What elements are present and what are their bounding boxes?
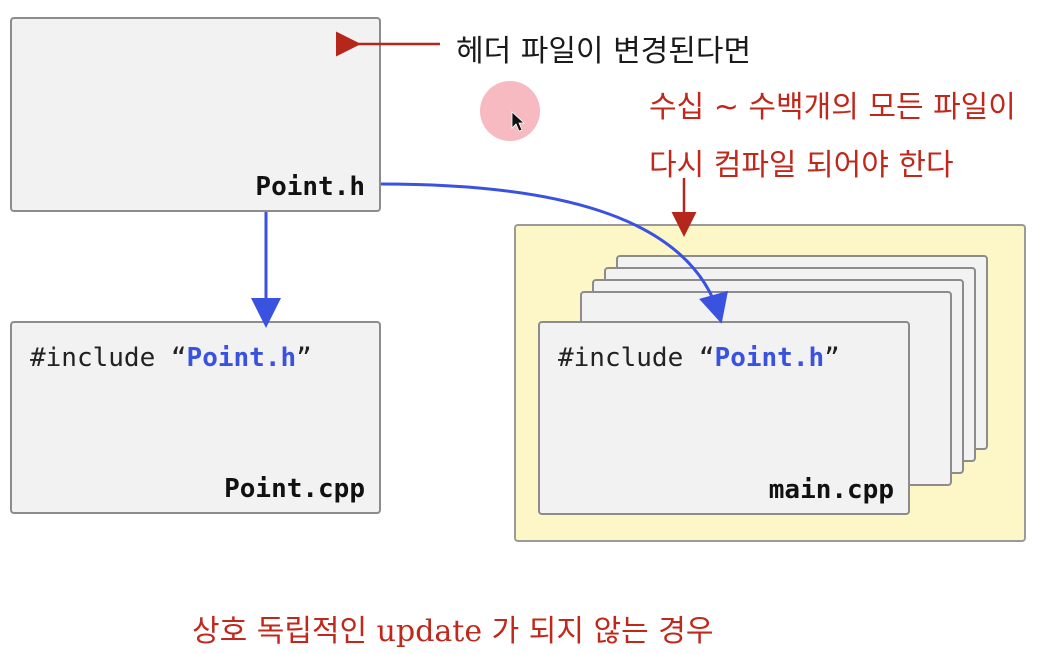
point-cpp-box: #include “Point.h” Point.cpp bbox=[10, 321, 381, 514]
include-arrow-main-cpp bbox=[380, 182, 728, 324]
main-cpp-code: #include “Point.h” bbox=[558, 343, 840, 373]
header-changed-note: 헤더 파일이 변경된다면 bbox=[456, 34, 752, 69]
cursor-highlight bbox=[480, 81, 540, 141]
include-target: Point.h bbox=[714, 343, 825, 373]
include-suffix: ” bbox=[824, 343, 840, 373]
main-cpp-box: #include “Point.h” main.cpp bbox=[538, 321, 910, 515]
main-cpp-filename: main.cpp bbox=[768, 475, 894, 505]
caption: 상호 독립적인 update 가 되지 않는 경우 bbox=[192, 614, 714, 649]
header-filename: Point.h bbox=[255, 172, 365, 202]
include-target: Point.h bbox=[186, 343, 297, 373]
include-prefix: #include “ bbox=[558, 343, 715, 373]
include-prefix: #include “ bbox=[30, 343, 187, 373]
point-cpp-code: #include “Point.h” bbox=[30, 343, 312, 373]
include-suffix: ” bbox=[296, 343, 312, 373]
recompile-note-line2: 다시 컴파일 되어야 한다 bbox=[649, 148, 954, 183]
header-file-box: Point.h bbox=[10, 17, 381, 212]
recompile-note-line1: 수십 ~ 수백개의 모든 파일이 bbox=[649, 90, 1016, 125]
point-cpp-filename: Point.cpp bbox=[224, 474, 365, 504]
mouse-pointer-icon bbox=[511, 111, 526, 132]
